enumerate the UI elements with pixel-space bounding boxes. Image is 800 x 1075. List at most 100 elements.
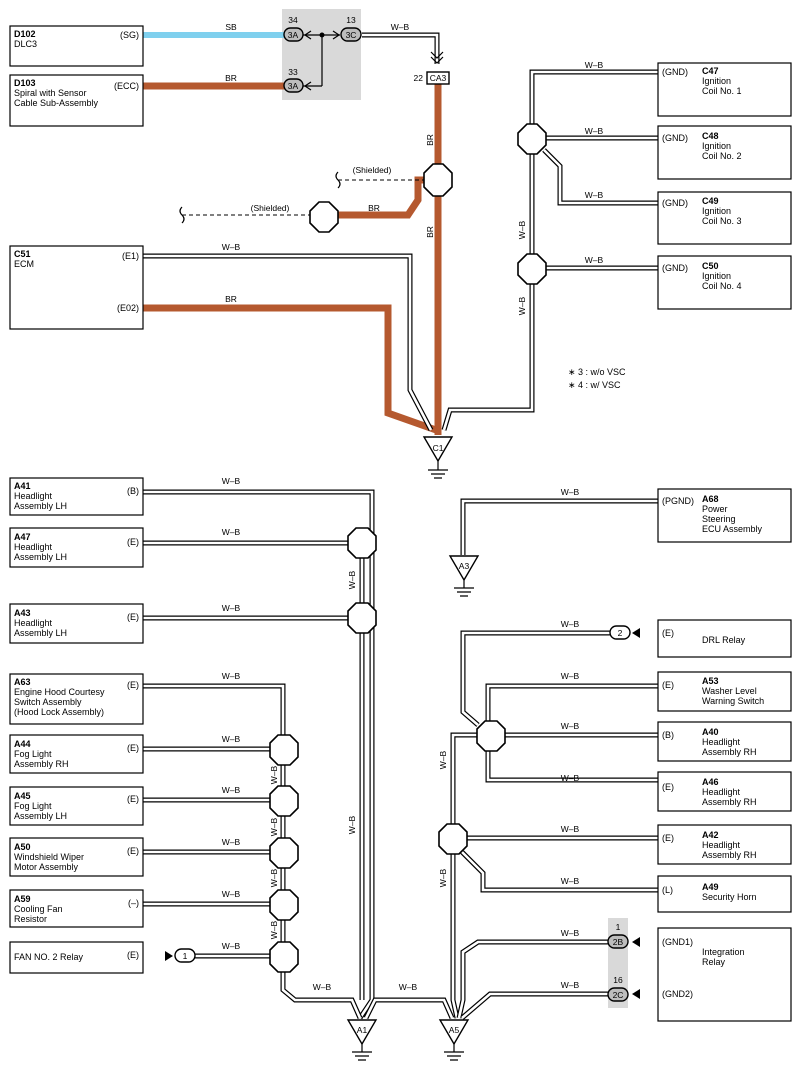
wire-label-br-v2: BR <box>425 226 435 238</box>
wire-wb-main-left[interactable] <box>143 540 365 1000</box>
a40-code: A40 <box>702 727 719 737</box>
wire-wb-a41[interactable] <box>143 489 375 1020</box>
a46-pin: (E) <box>662 782 674 792</box>
a63-pin: (E) <box>127 680 139 690</box>
d103-line1: Spiral with Sensor <box>14 88 87 98</box>
box-a45[interactable] <box>9 786 144 826</box>
box-c49[interactable] <box>657 191 792 245</box>
splice-points <box>269 123 547 973</box>
box-a40[interactable] <box>657 721 792 762</box>
d103-code: D103 <box>14 78 36 88</box>
wire-wb-drl[interactable] <box>460 630 610 727</box>
box-a49[interactable] <box>657 875 792 913</box>
a63-line3: (Hood Lock Assembly) <box>14 707 104 717</box>
wire-label-wb-r9: W–B <box>561 980 580 990</box>
d102-pin: (SG) <box>120 30 139 40</box>
wire-label-br-1: BR <box>225 73 237 83</box>
pin-2b-num: 1 <box>616 922 621 932</box>
box-a50[interactable] <box>9 837 144 877</box>
box-a44[interactable] <box>9 734 144 774</box>
box-a53[interactable] <box>657 671 792 712</box>
a59-line1: Cooling Fan <box>14 904 63 914</box>
wire-br-e02[interactable] <box>143 304 438 434</box>
a68-line2: Steering <box>702 514 736 524</box>
box-a46[interactable] <box>657 771 792 812</box>
box-drl[interactable] <box>657 619 792 658</box>
a59-pin: (–) <box>128 898 139 908</box>
shield-brace <box>179 171 341 224</box>
wire-label-wb-b11: W–B <box>399 982 418 992</box>
a44-pin: (E) <box>127 743 139 753</box>
a46-line2: Assembly RH <box>702 797 757 807</box>
box-d102[interactable] <box>9 25 144 67</box>
wire-label-wb-r5: W–B <box>561 773 580 783</box>
a59-code: A59 <box>14 894 31 904</box>
wire-label-wb-v10: W–B <box>438 868 448 887</box>
ground-c1-label: C1 <box>433 443 444 453</box>
fan-relay-name: FAN NO. 2 Relay <box>14 952 84 962</box>
a45-code: A45 <box>14 791 31 801</box>
a41-line2: Assembly LH <box>14 501 67 511</box>
a47-line2: Assembly LH <box>14 552 67 562</box>
a45-line1: Fog Light <box>14 801 52 811</box>
wire-br-shield[interactable] <box>338 176 438 219</box>
box-fan-relay[interactable] <box>9 941 144 974</box>
wire-wb-2b[interactable] <box>456 939 610 1019</box>
c51-pin-e02: (E02) <box>117 303 139 313</box>
wire-label-wb-r3: W–B <box>561 671 580 681</box>
wire-label-sb: SB <box>225 22 237 32</box>
wire-label-wb-3: W–B <box>585 126 604 136</box>
wire-wb-3c[interactable] <box>362 32 440 64</box>
wire-label-wb-4: W–B <box>585 190 604 200</box>
wire-label-wb-v6: W–B <box>269 817 279 836</box>
box-a41[interactable] <box>9 477 144 516</box>
a42-pin: (E) <box>662 833 674 843</box>
box-a42[interactable] <box>657 824 792 865</box>
box-c50[interactable] <box>657 255 792 310</box>
ground-a3-label: A3 <box>459 561 470 571</box>
wire-label-wb-r4: W–B <box>561 721 580 731</box>
box-a43[interactable] <box>9 603 144 644</box>
a68-line3: ECU Assembly <box>702 524 763 534</box>
box-a63[interactable] <box>9 673 144 725</box>
wire-label-wb-b3: W–B <box>222 603 241 613</box>
junction-dot <box>319 32 325 38</box>
a50-line2: Motor Assembly <box>14 862 79 872</box>
pin-2c-num: 16 <box>613 975 623 985</box>
wire-wb-ign[interactable] <box>441 69 658 431</box>
c48-pin: (GND) <box>662 133 688 143</box>
c49-code: C49 <box>702 196 719 206</box>
pin-1: 1 <box>183 951 188 961</box>
a68-pin: (PGND) <box>662 496 694 506</box>
wire-wb-a68[interactable] <box>460 498 658 555</box>
a40-pin: (B) <box>662 730 674 740</box>
a44-line2: Assembly RH <box>14 759 69 769</box>
wire-label-wb-v3: W–B <box>347 570 357 589</box>
box-c48[interactable] <box>657 125 792 180</box>
a43-line1: Headlight <box>14 618 53 628</box>
a40-line1: Headlight <box>702 737 741 747</box>
d103-pin: (ECC) <box>114 81 139 91</box>
ir-pin-1: (GND1) <box>662 937 693 947</box>
c50-code: C50 <box>702 261 719 271</box>
box-a59[interactable] <box>9 889 144 928</box>
conn-ca3: CA3 <box>430 73 447 83</box>
box-c51[interactable] <box>9 245 144 330</box>
a49-code: A49 <box>702 882 719 892</box>
wire-wb-a1-a5[interactable] <box>363 997 455 1020</box>
wire-label-wb-r7: W–B <box>561 876 580 886</box>
c51-name: ECM <box>14 259 34 269</box>
pin-34: 34 <box>288 15 298 25</box>
wire-label-wb-v4: W–B <box>347 815 357 834</box>
a53-code: A53 <box>702 676 719 686</box>
box-c47[interactable] <box>657 62 792 117</box>
box-d103[interactable] <box>9 74 144 127</box>
box-a47[interactable] <box>9 527 144 568</box>
box-integration-relay[interactable] <box>657 927 792 1022</box>
a50-pin: (E) <box>127 846 139 856</box>
shielded-label-2: (Shielded) <box>251 203 290 213</box>
c47-line2: Coil No. 1 <box>702 86 742 96</box>
box-a68[interactable] <box>657 488 792 543</box>
connectors <box>165 27 640 1002</box>
